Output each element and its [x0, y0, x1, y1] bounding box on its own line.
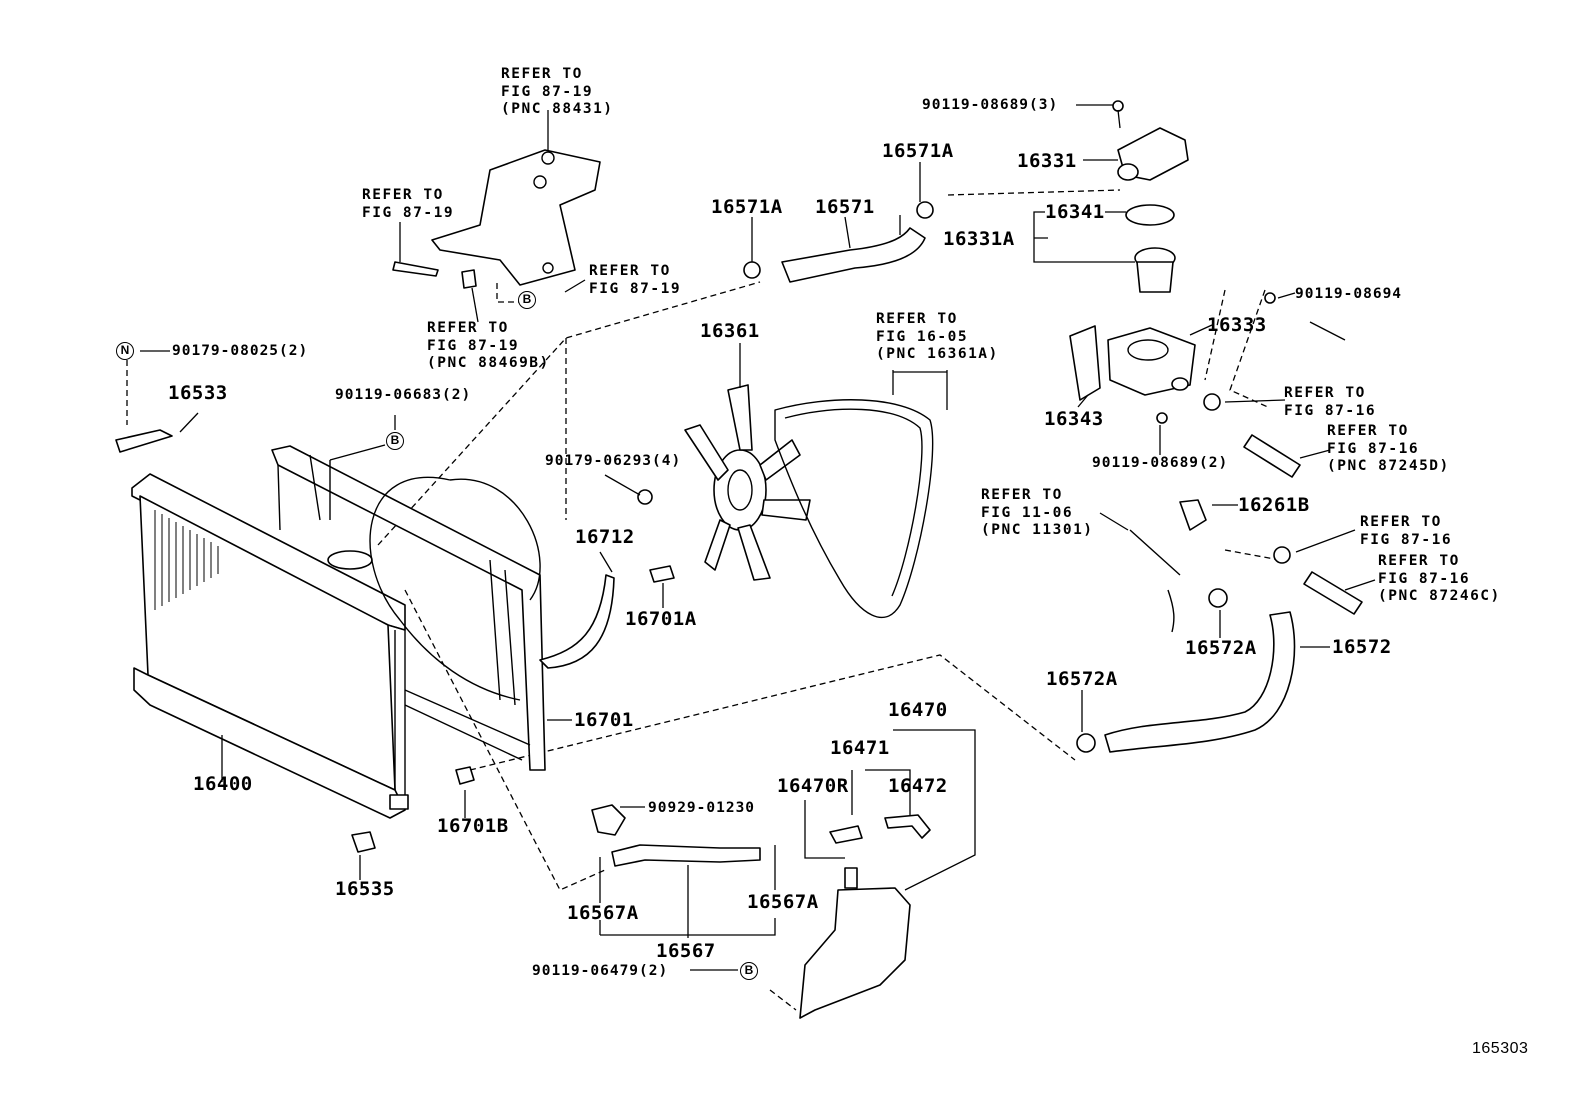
bracket-part-16533	[115, 429, 173, 453]
radiator-16400	[131, 473, 409, 819]
cushion-16701B	[455, 766, 475, 785]
engine-bracket-88431	[392, 149, 601, 289]
label-16331A: 16331A	[943, 228, 1015, 250]
label-16470R: 16470R	[777, 775, 849, 797]
ref-bracket-87-19: REFER TO FIG 87-19	[589, 263, 682, 297]
gasket-16341	[1125, 204, 1175, 226]
ref-sensor-11301: REFER TO FIG 11-06 (PNC 11301)	[981, 487, 1094, 538]
label-90119-08689-2: 90119-08689(2)	[1092, 455, 1229, 471]
diagram-id: 165303	[1472, 1040, 1529, 1057]
ref-belt-16361A: REFER TO FIG 16-05 (PNC 16361A)	[876, 311, 999, 362]
marker-b-lower: B	[740, 962, 758, 980]
lower-shroud-16712	[539, 574, 615, 669]
label-90179-06293: 90179-06293(4)	[545, 453, 682, 469]
label-16712: 16712	[575, 526, 635, 548]
label-90119-08694: 90119-08694	[1295, 286, 1403, 302]
bypass-hose-87246C	[1303, 571, 1363, 615]
label-16701A: 16701A	[625, 608, 697, 630]
clamp-16571A-top	[916, 201, 934, 219]
marker-n: N	[116, 342, 134, 360]
cushion-16535	[351, 831, 376, 853]
ref-hose-87245D: REFER TO FIG 87-16 (PNC 87245D)	[1327, 423, 1450, 474]
sensor-wire	[1129, 529, 1181, 633]
label-16571A-top: 16571A	[882, 140, 954, 162]
label-90119-06479: 90119-06479(2)	[532, 963, 669, 979]
water-inlet-16333	[1069, 292, 1346, 424]
bypass-hose-87245D	[1243, 434, 1301, 478]
thermostat-16331A	[1134, 247, 1176, 293]
label-16701: 16701	[574, 709, 634, 731]
label-16261B: 16261B	[1238, 494, 1310, 516]
label-16567A-left: 16567A	[567, 902, 639, 924]
ref-clamp-87-16-b: REFER TO FIG 87-16	[1360, 514, 1453, 548]
label-16572: 16572	[1332, 636, 1392, 658]
hose-16472	[884, 814, 931, 839]
label-16535: 16535	[335, 878, 395, 900]
label-16472: 16472	[888, 775, 948, 797]
label-90119-08689-3: 90119-08689(3)	[922, 97, 1059, 113]
clamp-16572A-lower	[1076, 733, 1096, 753]
ref-hose-87246C: REFER TO FIG 87-16 (PNC 87246C)	[1378, 553, 1501, 604]
label-16533: 16533	[168, 382, 228, 404]
clamp-16572A-upper	[1208, 588, 1228, 608]
ref-bolt-87-19: REFER TO FIG 87-19	[362, 187, 455, 221]
marker-b-upper: B	[386, 432, 404, 450]
label-16572A-lower: 16572A	[1046, 668, 1118, 690]
label-16567: 16567	[656, 940, 716, 962]
label-16333: 16333	[1207, 314, 1267, 336]
leader-lines	[140, 104, 1376, 971]
ref-nut-88469B: REFER TO FIG 87-19 (PNC 88469B)	[427, 320, 550, 371]
label-16400: 16400	[193, 773, 253, 795]
water-outlet-16331	[1112, 100, 1189, 181]
lower-hose-16572	[1104, 611, 1296, 753]
label-16343: 16343	[1044, 408, 1104, 430]
drive-belt	[774, 399, 934, 618]
union-16261B	[1179, 499, 1207, 531]
label-16341: 16341	[1045, 201, 1105, 223]
label-16571A-left: 16571A	[711, 196, 783, 218]
nut-90179-06293	[637, 489, 653, 505]
label-16361: 16361	[700, 320, 760, 342]
label-16571: 16571	[815, 196, 875, 218]
dashed-connectors	[126, 189, 1281, 1011]
label-16331: 16331	[1017, 150, 1077, 172]
upper-hose-16571	[781, 227, 926, 283]
label-16567A-right: 16567A	[747, 891, 819, 913]
label-90179-08025: 90179-08025(2)	[172, 343, 309, 359]
overflow-hose-16567	[611, 844, 761, 867]
marker-b-bracket: B	[518, 291, 536, 309]
ref-clamp-87-16-a: REFER TO FIG 87-16	[1284, 385, 1377, 419]
reservoir-16470	[799, 814, 931, 1019]
clamp-87-16	[1273, 546, 1291, 564]
ref-bracket-88431: REFER TO FIG 87-19 (PNC 88431)	[501, 66, 614, 117]
fan-shroud-16701	[271, 445, 546, 771]
clip-16701A	[649, 565, 675, 583]
clamp-16571A-left	[743, 261, 761, 279]
label-16471: 16471	[830, 737, 890, 759]
label-16470: 16470	[888, 699, 948, 721]
clamp-90929-01230	[591, 804, 626, 836]
cooling-fan-16361	[684, 384, 811, 581]
label-90929-01230: 90929-01230	[648, 800, 756, 816]
label-90119-06683: 90119-06683(2)	[335, 387, 472, 403]
label-16572A-upper: 16572A	[1185, 637, 1257, 659]
label-16701B: 16701B	[437, 815, 509, 837]
